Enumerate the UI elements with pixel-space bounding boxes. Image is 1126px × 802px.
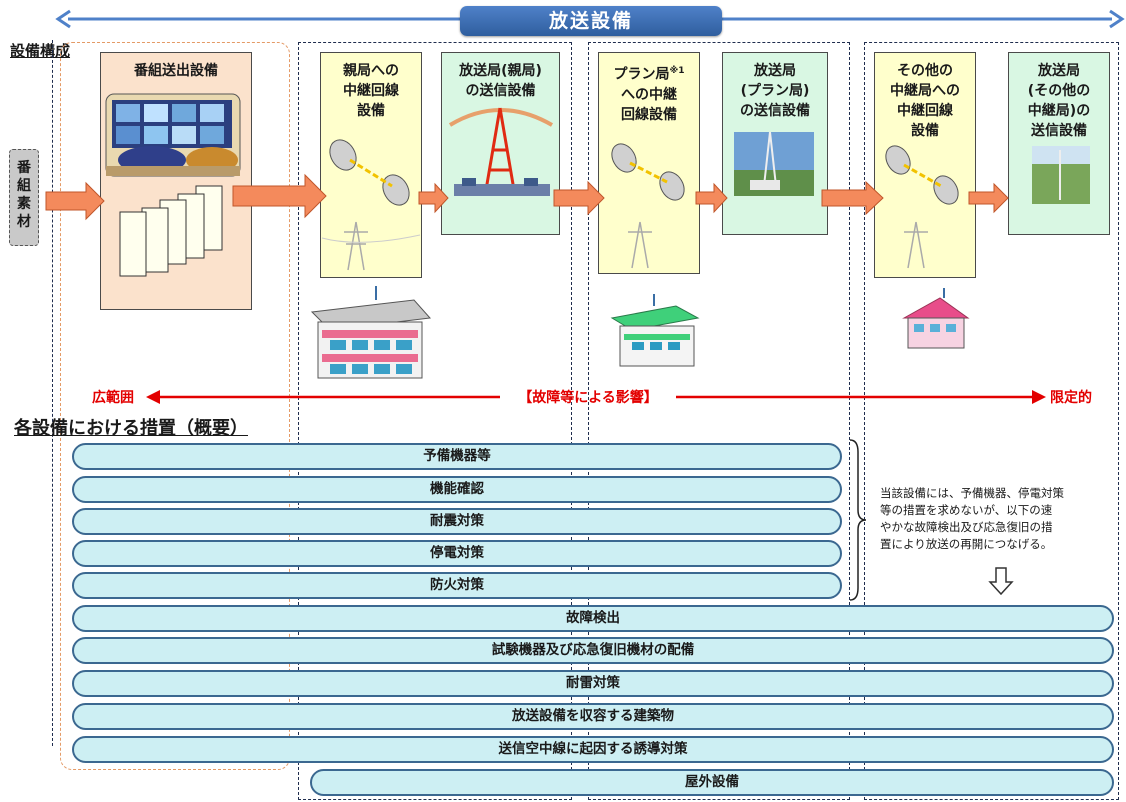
measures-section-title: 各設備における措置（概要） bbox=[14, 418, 248, 439]
other-tx-photo bbox=[1032, 146, 1090, 204]
measure-bar-fault-detection: 故障検出 bbox=[72, 605, 1114, 632]
measure-bar-fire-prevention: 防火対策 bbox=[72, 572, 842, 599]
plan-relay-label-rest: への中継 回線設備 bbox=[621, 86, 677, 123]
other-relay-illustration bbox=[885, 145, 959, 269]
exemption-note: 当該設備には、予備機器、停電対策 等の措置を求めないが、以下の速 やかな故障検出… bbox=[880, 486, 1064, 551]
flow-arrow-6 bbox=[821, 180, 884, 216]
program-material-box: 番 組 素 材 bbox=[9, 149, 39, 246]
parent-transmitter-panel: 放送局(親局) の送信設備 bbox=[441, 52, 560, 235]
outer-left-dashed-line bbox=[52, 40, 288, 746]
footnote-mark: ※1 bbox=[669, 66, 685, 76]
broadcast-equipment-title: 放送設備 bbox=[460, 6, 722, 36]
parent-station-group bbox=[298, 42, 572, 800]
measure-bar-induction: 送信空中線に起因する誘導対策 bbox=[72, 736, 1114, 763]
impact-limited-label: 限定的 bbox=[1050, 390, 1092, 406]
plan-station-group bbox=[588, 42, 850, 800]
plan-transmitter-label: 放送局 (プラン局) の送信設備 bbox=[740, 63, 810, 119]
measure-bar-building: 放送設備を収容する建築物 bbox=[72, 703, 1114, 730]
green-house-illustration bbox=[610, 294, 700, 367]
other-transmitter-label: 放送局 (その他の 中継局)の 送信設備 bbox=[1027, 63, 1091, 139]
config-section-title: 設備構成 bbox=[10, 42, 71, 60]
other-station-group bbox=[864, 42, 1119, 800]
measure-bar-function-check: 機能確認 bbox=[72, 476, 842, 503]
apartment-building-illustration bbox=[310, 286, 432, 379]
impact-wide-label: 広範囲 bbox=[92, 390, 134, 406]
impact-title-label: 【故障等による影響】 bbox=[518, 390, 658, 406]
other-relay-label: その他の 中継局への 中継回線 設備 bbox=[890, 63, 960, 139]
impact-arrow bbox=[146, 390, 1046, 404]
studio-illustration bbox=[105, 93, 241, 177]
measures-bracket bbox=[849, 439, 867, 601]
flow-arrow-5 bbox=[695, 182, 728, 214]
program-panel-label: 番組送出設備 bbox=[134, 63, 218, 79]
measure-bar-power-outage: 停電対策 bbox=[72, 540, 842, 567]
measure-bar-outdoor: 屋外設備 bbox=[310, 769, 1114, 796]
measure-bar-spare-equipment: 予備機器等 bbox=[72, 443, 842, 470]
tower-illustration bbox=[448, 107, 553, 196]
measure-bar-test-equipment: 試験機器及び応急復旧機材の配備 bbox=[72, 637, 1114, 664]
plan-tx-photo bbox=[734, 131, 814, 196]
parent-relay-illustration bbox=[321, 139, 421, 271]
down-arrow-icon bbox=[988, 567, 1014, 596]
plan-relay-label-main: プラン局 bbox=[613, 66, 670, 83]
plan-relay-label: プラン局※1 への中継 回線設備 bbox=[599, 53, 699, 125]
parent-transmitter-label: 放送局(親局) の送信設備 bbox=[459, 63, 542, 99]
pink-house-illustration bbox=[902, 288, 970, 349]
other-transmitter-panel: 放送局 (その他の 中継局)の 送信設備 bbox=[1008, 52, 1110, 235]
server-racks-illustration bbox=[119, 185, 223, 277]
flow-arrow-4 bbox=[553, 180, 605, 216]
program-group-frame bbox=[60, 42, 290, 770]
flow-arrow-3 bbox=[418, 182, 449, 214]
parent-relay-label: 親局への 中継回線 設備 bbox=[343, 63, 399, 119]
measure-bar-lightning: 耐雷対策 bbox=[72, 670, 1114, 697]
plan-relay-illustration bbox=[611, 143, 685, 269]
flow-arrow-2 bbox=[232, 173, 327, 219]
measure-bar-seismic: 耐震対策 bbox=[72, 508, 842, 535]
flow-arrow-7 bbox=[968, 182, 1009, 214]
flow-arrow-1 bbox=[45, 181, 105, 221]
